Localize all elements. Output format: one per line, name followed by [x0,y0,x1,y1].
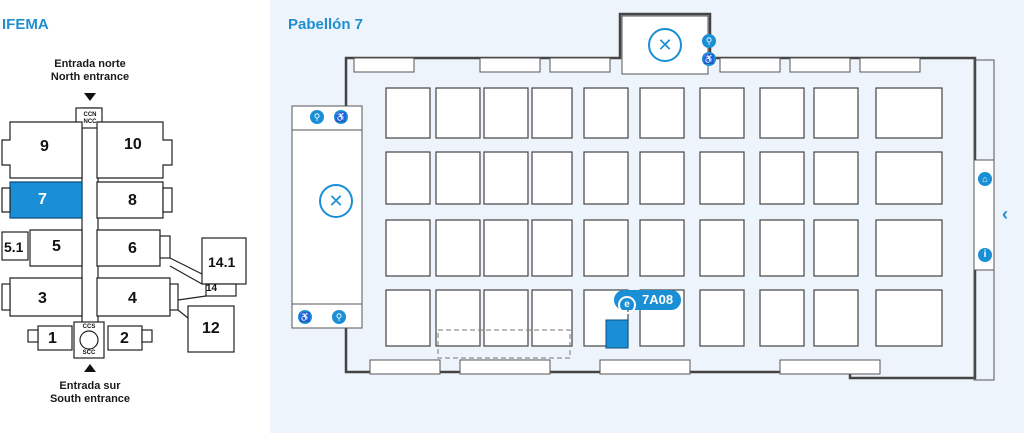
stand [759,151,805,205]
south-access-circle [79,330,99,350]
stand [531,151,573,205]
hall-10-label: 10 [124,136,142,153]
hall-9 [1,121,83,179]
stand [639,87,685,139]
central-corridor [81,107,99,325]
stand [759,87,805,139]
hall-title: Pabellón 7 [288,16,364,33]
hall-6-label: 6 [128,240,137,257]
ifema-title: IFEMA [2,16,49,33]
hall-1-label: 1 [48,330,57,347]
scc-label: SCC [82,350,96,356]
hall-4 [96,277,171,317]
stand-label: 7A08 [642,292,674,307]
hall-14-label: 14 [206,283,218,294]
hall-7-label: 7 [38,191,47,208]
stand [813,219,859,277]
floor-plan-svg [291,12,995,381]
south-entrance-label-es: Entrada sur [59,380,121,392]
dashed-reserved-area [437,329,571,359]
stand [435,87,481,139]
stand [583,219,629,277]
restroom-icon: ⚲ [310,110,324,124]
stand [759,289,805,347]
hall-9-label: 9 [40,138,49,155]
stand [531,87,573,139]
stand [813,151,859,205]
stand [483,151,529,205]
hall-2-label: 2 [120,330,129,347]
stand [875,87,943,139]
hall-floor-plan-panel: Pabellón 7 ✕ ✕ ⚲ ♿ ⚲ ♿ ♿ ⚲ ⌂ [270,0,1024,433]
hall-3-label: 3 [38,290,47,307]
hall-12-label: 12 [202,320,220,337]
restroom-icon: ⚲ [332,310,346,324]
north-entrance-label-en: North entrance [50,71,130,83]
stand [435,289,481,347]
ccs-label: CCS [82,324,96,330]
stand [483,289,529,347]
stand [583,87,629,139]
wheelchair-icon: ♿ [298,310,312,324]
stand [759,219,805,277]
ccn-label: CCN [83,112,97,118]
hall-12 [187,305,235,353]
hall-10 [96,121,173,179]
stand [639,151,685,205]
stand [385,289,431,347]
hall-1 [37,325,73,351]
stand [639,219,685,277]
restaurant-icon: ✕ [648,28,682,62]
stand [385,87,431,139]
ncc-label: NCC [83,119,97,125]
stand [875,151,943,205]
hall-5-label: 5 [52,238,61,255]
hall-5-1-label: 5.1 [4,239,24,255]
hall-14-1 [201,237,247,285]
stand [699,219,745,277]
stand [699,151,745,205]
hall-4-label: 4 [128,290,137,307]
stand [483,87,529,139]
stand [875,289,943,347]
hall-6 [96,229,161,267]
south-arrow-icon [84,364,96,372]
stand [385,151,431,205]
stand [699,289,745,347]
stand [435,219,481,277]
hall-8 [96,181,164,219]
wheelchair-icon: ♿ [334,110,348,124]
chevron-left-icon: ‹ [1002,204,1008,224]
stand [813,289,859,347]
cloakroom-icon: ⌂ [978,172,992,186]
hall-14 [205,283,237,297]
hall-5-1 [1,231,29,261]
stand [699,87,745,139]
restaurant-icon: ✕ [319,184,353,218]
ifema-overview-panel: IFEMA Entrada norte North entrance [0,0,262,433]
restroom-icon: ⚲ [702,34,716,48]
hall-5 [29,229,83,267]
highlighted-stand-7a08 [605,319,629,349]
stand [483,219,529,277]
north-arrow-icon [84,93,96,101]
north-entrance-label-es: Entrada norte [54,58,126,70]
stand [531,219,573,277]
stand [531,289,573,347]
stand [385,219,431,277]
stand [435,151,481,205]
stand [583,151,629,205]
info-icon: i [978,248,992,262]
hall-14-1-label: 14.1 [208,254,236,270]
stand [875,219,943,277]
stand-badge[interactable]: e 7A08 [614,290,682,314]
ifema-halls-diagram [1,93,247,372]
hall-8-label: 8 [128,192,137,209]
south-entrance-label-en: South entrance [49,393,131,405]
wheelchair-icon: ♿ [702,52,716,66]
exhibitor-logo-icon: e [618,296,636,314]
stand [813,87,859,139]
hall-2 [107,325,143,351]
